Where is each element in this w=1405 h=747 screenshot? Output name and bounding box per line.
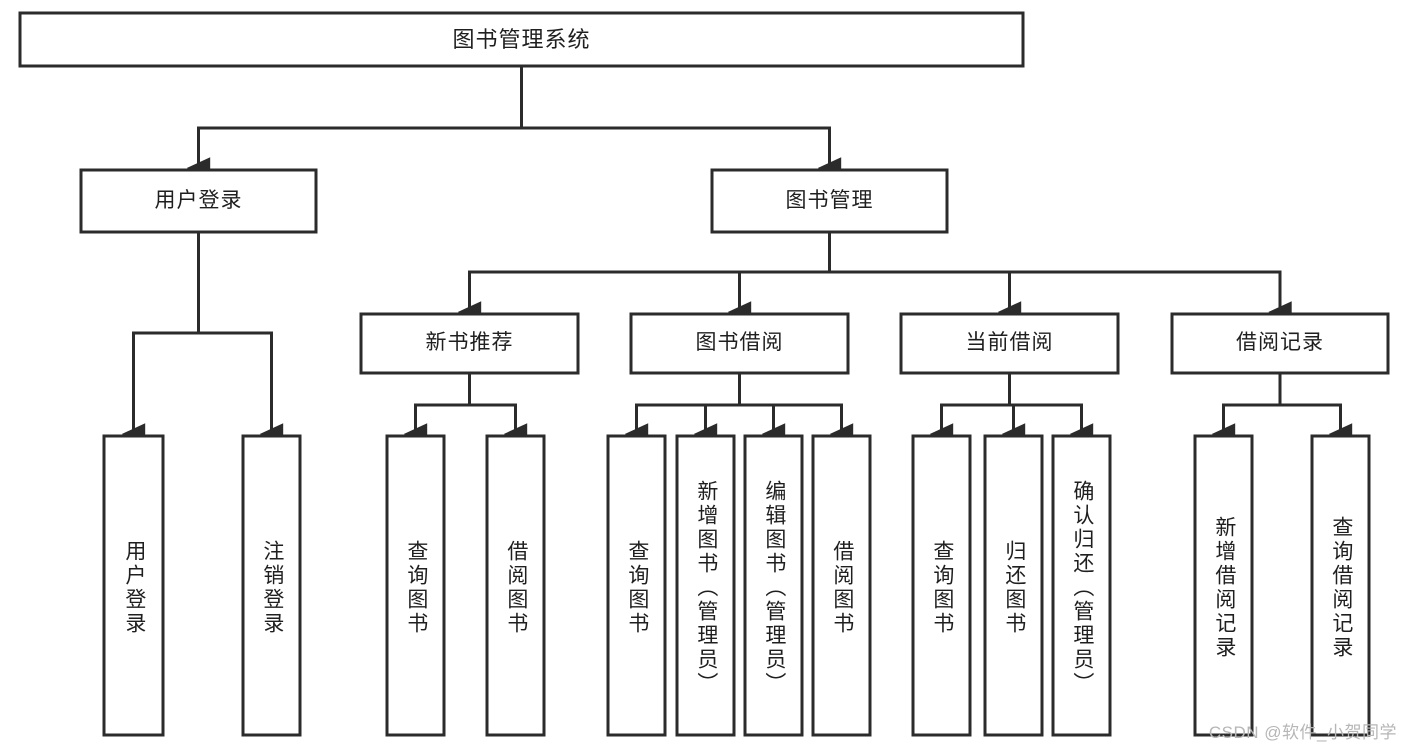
node-box-leaf-logout-login (241, 434, 302, 737)
node-box-leaf-user-login (102, 434, 165, 737)
node-box-new-book-recommend (359, 312, 580, 375)
node-box-leaf-edit-book (743, 434, 804, 737)
node-box-borrow-record (1170, 312, 1390, 375)
node-box-user-login (79, 168, 318, 234)
connector-layer (121, 64, 1353, 445)
node-box-book-manage (710, 168, 949, 234)
node-box-leaf-confirm-return (1051, 434, 1112, 737)
node-box-current-borrow (899, 312, 1120, 375)
node-box-leaf-borrow-book-rec (485, 434, 546, 737)
node-box-leaf-query-borrow-record (1310, 434, 1371, 737)
node-box-leaf-borrow-book (811, 434, 872, 737)
node-box-leaf-add-borrow-record (1193, 434, 1254, 737)
node-box-leaf-query-book-cur (911, 434, 972, 737)
node-box-leaf-query-book-borrow (606, 434, 667, 737)
node-box-book-borrow (629, 312, 850, 375)
node-box-leaf-add-book (675, 434, 736, 737)
node-box-leaf-query-book-rec (385, 434, 446, 737)
node-box-leaf-return-book (983, 434, 1044, 737)
box-layer (18, 11, 1390, 737)
watermark-text: CSDN @软件_小贺同学 (1208, 723, 1397, 742)
node-box-root (18, 11, 1025, 68)
